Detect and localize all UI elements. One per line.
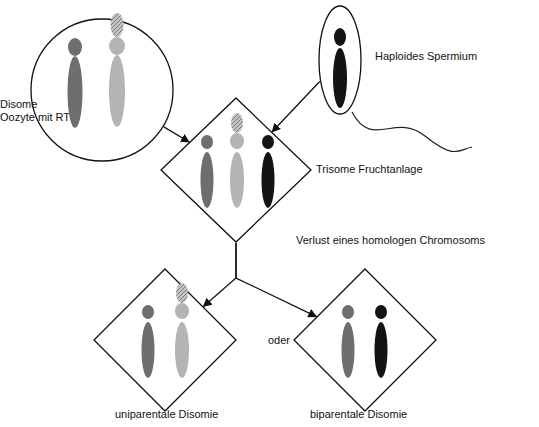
maternal-chromosome xyxy=(342,305,355,378)
outline-diamond xyxy=(294,269,436,411)
chromosome-arm xyxy=(334,28,346,46)
process-note: Verlust eines homologen Chromosoms xyxy=(296,234,485,247)
chromosome-arm xyxy=(342,305,354,319)
translocated-segment xyxy=(231,113,243,133)
maternal-chromosome xyxy=(142,305,155,378)
chromosome-arm xyxy=(201,152,214,208)
chromosome-arm xyxy=(230,133,244,149)
chromosome-arm xyxy=(109,37,125,55)
chromosome-arm xyxy=(142,305,154,319)
chromosome-arm xyxy=(333,48,347,108)
translocated-segment xyxy=(111,13,124,37)
chromosome-arm xyxy=(175,322,189,378)
outline-ellipse xyxy=(319,6,361,114)
flow-arrow xyxy=(203,243,236,306)
chromosome-arm xyxy=(201,135,213,149)
chromosome-arm xyxy=(230,152,244,208)
chromosome-arm xyxy=(342,322,355,378)
node-outline xyxy=(30,18,174,162)
outcome-diamond: uniparentale Disomie xyxy=(93,268,237,412)
flow-arrow xyxy=(164,127,189,142)
flow-arrow xyxy=(272,81,320,131)
maternal-chromosome xyxy=(201,135,214,208)
chromosome-arm xyxy=(142,322,155,378)
paternal-chromosome xyxy=(375,305,388,378)
paternal-chromosome xyxy=(333,28,347,108)
node-label: biparentale Disomie xyxy=(310,408,407,421)
node-label: Trisome Fruchtanlage xyxy=(316,163,423,176)
chromosome-arm xyxy=(375,305,387,319)
sperm-tail xyxy=(352,112,472,152)
node-outline xyxy=(318,5,362,115)
translocation-chromosome xyxy=(109,13,125,127)
chromosome-arm xyxy=(109,55,125,127)
connector-word: oder xyxy=(268,334,290,347)
oocyte-circle: Disome Oozyte mit RT xyxy=(30,18,174,162)
node-outline xyxy=(160,97,312,243)
chromosome-arm xyxy=(262,152,275,208)
chromosome-arm xyxy=(68,38,82,56)
outline-ellipse xyxy=(31,19,173,161)
translocation-chromosome xyxy=(230,113,244,208)
sperm-oval: Haploides Spermium xyxy=(318,5,362,115)
paternal-chromosome xyxy=(262,135,275,208)
outcome-diamond: biparentale Disomie xyxy=(293,268,437,412)
zygote-diamond: Trisome Fruchtanlage xyxy=(160,97,312,243)
chromosome-arm xyxy=(175,303,189,319)
chromosome-arm xyxy=(375,322,388,378)
outline-diamond xyxy=(161,98,311,242)
flow-arrow xyxy=(236,243,316,317)
node-label: Haploides Spermium xyxy=(375,50,477,63)
node-outline xyxy=(293,268,437,412)
node-label: Disome Oozyte mit RT xyxy=(0,98,74,124)
chromosome-arm xyxy=(262,135,274,149)
node-label: uniparentale Disomie xyxy=(115,408,218,421)
translocation-chromosome xyxy=(175,283,189,378)
outline-diamond xyxy=(94,269,236,411)
node-outline xyxy=(93,268,237,412)
